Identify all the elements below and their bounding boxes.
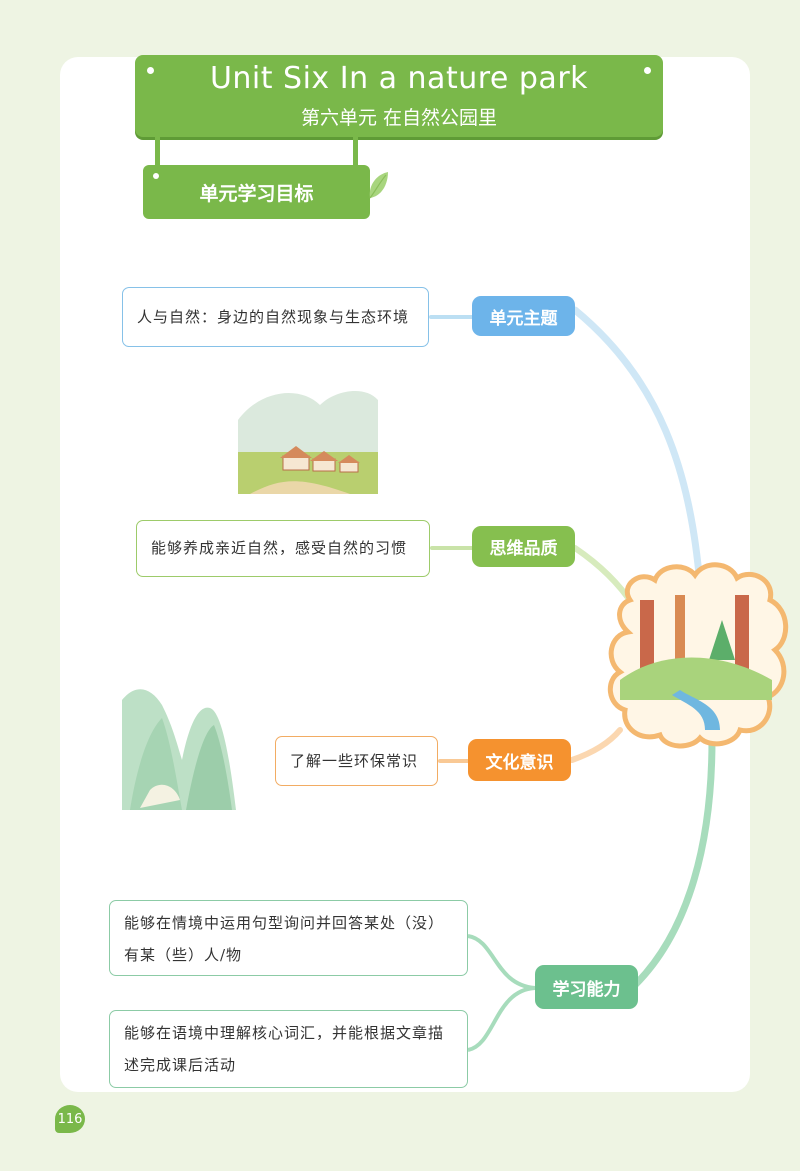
thinking-connector (430, 546, 475, 550)
culture-category-pill: 文化意识 (468, 739, 571, 781)
culture-text: 了解一些环保常识 (290, 752, 419, 770)
theme-category-pill: 单元主题 (472, 296, 575, 336)
hanger-left (155, 135, 160, 173)
ability-item-1-line-1: 能够在情境中运用句型询问并回答某处（没） (124, 914, 445, 932)
ability-item-2-box: 能够在语境中理解核心词汇，并能根据文章描 述完成课后活动 (109, 1010, 468, 1088)
unit-goals-tag: 单元学习目标 (143, 165, 370, 219)
culture-connector (438, 759, 470, 763)
goal-tag-dot (153, 173, 159, 179)
banner-dot-left (147, 67, 154, 74)
theme-connector (429, 315, 474, 319)
unit-title-english: Unit Six In a nature park (209, 61, 589, 96)
unit-title-banner: Unit Six In a nature park 第六单元 在自然公园里 (135, 55, 663, 137)
culture-text-box: 了解一些环保常识 (275, 736, 438, 786)
theme-category: 单元主题 (489, 308, 558, 329)
culture-category: 文化意识 (485, 752, 554, 773)
page-number-badge: 116 (55, 1105, 85, 1133)
village-illustration (238, 390, 378, 494)
ability-item-1-line-2: 有某（些）人/物 (124, 946, 243, 964)
theme-text: 人与自然：身边的自然现象与生态环境 (137, 308, 410, 326)
ability-item-2-line-1: 能够在语境中理解核心词汇，并能根据文章描 (124, 1024, 445, 1042)
theme-text-box: 人与自然：身边的自然现象与生态环境 (122, 287, 429, 347)
thinking-category-pill: 思维品质 (472, 526, 575, 567)
ability-category-pill: 学习能力 (535, 965, 638, 1009)
ability-item-1-box: 能够在情境中运用句型询问并回答某处（没） 有某（些）人/物 (109, 900, 468, 976)
banner-dot-right (644, 67, 651, 74)
thinking-text-box: 能够养成亲近自然，感受自然的习惯 (136, 520, 430, 577)
ability-item-2-line-2: 述完成课后活动 (124, 1056, 237, 1074)
thinking-category: 思维品质 (489, 539, 558, 559)
hanger-right (353, 135, 358, 173)
thinking-text: 能够养成亲近自然，感受自然的习惯 (151, 539, 408, 557)
forest-illustration (608, 562, 789, 749)
unit-title-chinese: 第六单元 在自然公园里 (300, 107, 498, 129)
page-number: 116 (57, 1111, 83, 1127)
ability-category: 学习能力 (552, 979, 621, 1000)
leaf-icon (369, 172, 388, 199)
mountain-illustration (122, 689, 236, 810)
unit-goals-label: 单元学习目标 (199, 182, 314, 205)
